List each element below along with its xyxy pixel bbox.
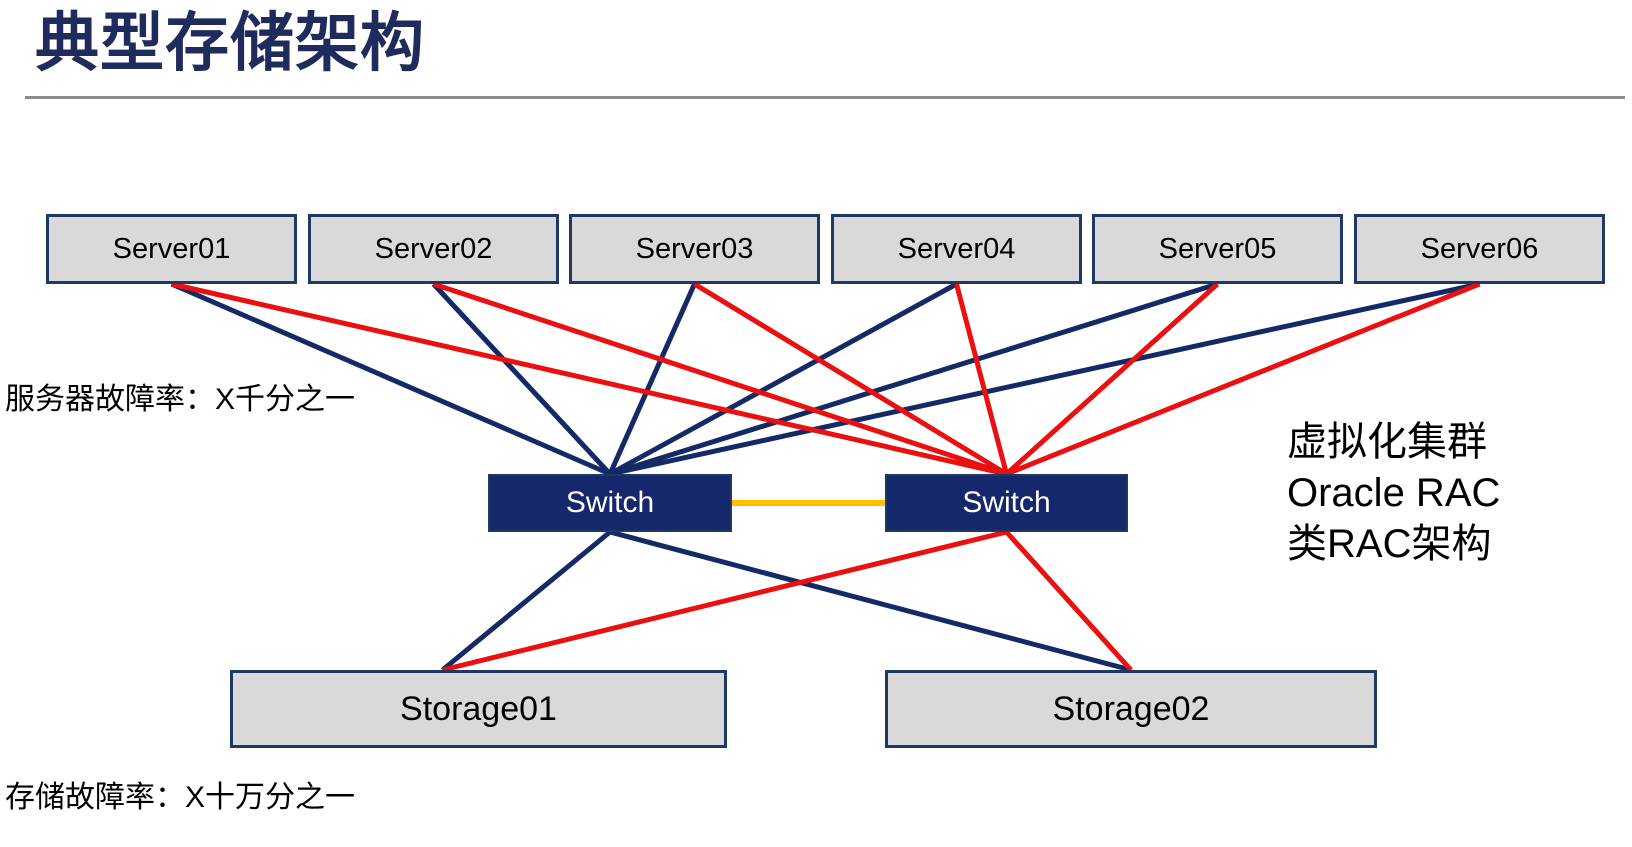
node-label: Server05 (1158, 232, 1277, 265)
node-server03: Server03 (569, 214, 820, 284)
node-label: Server01 (112, 232, 231, 265)
node-server01: Server01 (46, 214, 297, 284)
node-storage02: Storage02 (885, 670, 1377, 748)
title-divider (25, 96, 1625, 99)
cluster-note-line: 虚拟化集群 (1287, 420, 1487, 464)
cluster-note-line: 类RAC架构 (1287, 522, 1492, 566)
node-label: Server02 (374, 232, 493, 265)
node-storage01: Storage01 (230, 670, 727, 748)
node-switch1: Switch (488, 474, 732, 532)
cluster-note: 虚拟化集群 Oracle RAC 类RAC架构 (1287, 417, 1500, 570)
node-switch2: Switch (885, 474, 1128, 532)
node-label: Switch (565, 486, 655, 519)
node-server06: Server06 (1354, 214, 1605, 284)
cluster-note-line: Oracle RAC (1287, 471, 1501, 515)
node-server02: Server02 (308, 214, 559, 284)
node-label: Server04 (897, 232, 1016, 265)
page-title: 典型存储架构 (35, 7, 425, 79)
server-fault-rate-note: 服务器故障率：X千分之一 (5, 383, 356, 416)
storage-fault-rate-note: 存储故障率：X十万分之一 (5, 781, 356, 814)
node-label: Storage02 (1052, 689, 1210, 728)
node-label: Storage01 (400, 689, 557, 728)
node-label: Switch (962, 486, 1051, 519)
node-server04: Server04 (831, 214, 1082, 284)
node-label: Server03 (635, 232, 754, 265)
node-server05: Server05 (1092, 214, 1343, 284)
node-label: Server06 (1420, 232, 1539, 265)
